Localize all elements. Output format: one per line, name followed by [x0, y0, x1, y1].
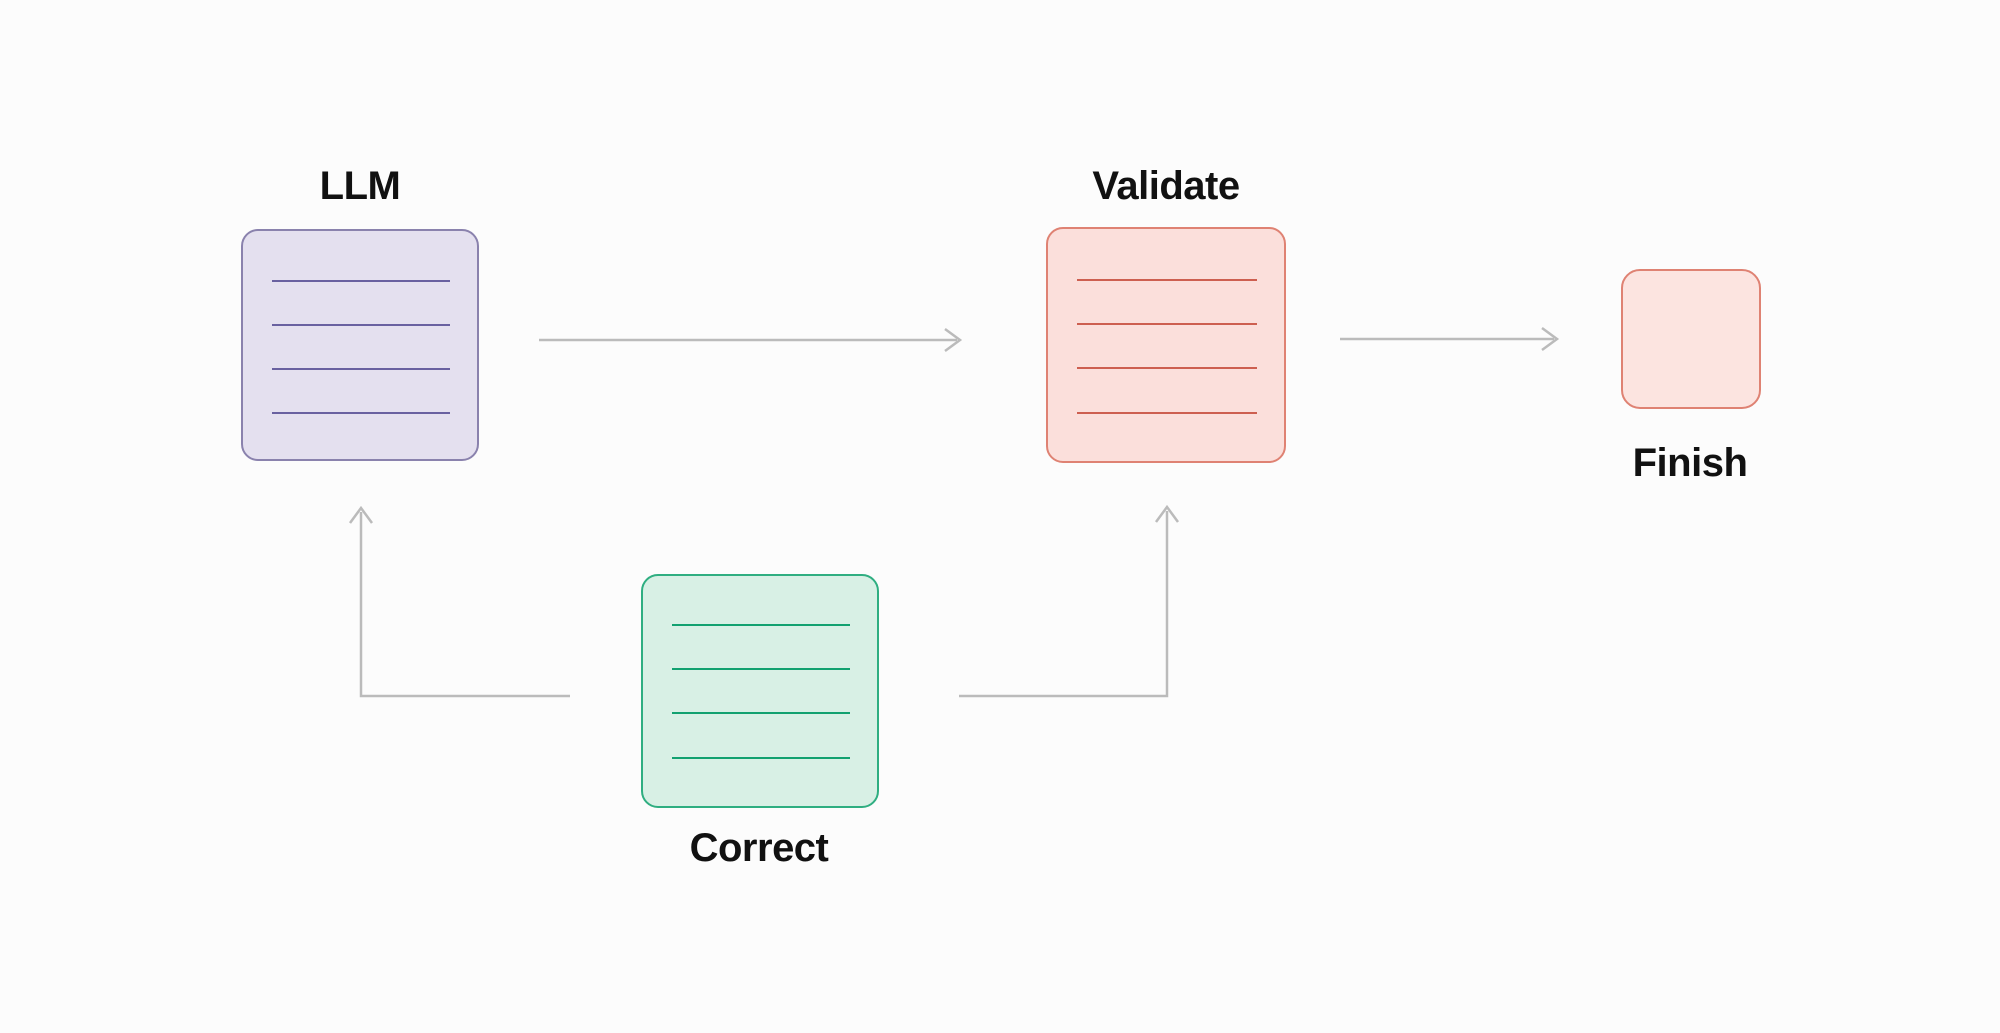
node-correct-box [641, 574, 879, 808]
node-correct: Correct [641, 574, 879, 870]
connector-correct-to-llm-line [359, 512, 570, 698]
node-correct-label: Correct [690, 826, 829, 870]
connector-llm-to-validate [539, 327, 963, 353]
connector-correct-to-validate-line [959, 511, 1169, 698]
node-validate-label: Validate [1092, 164, 1239, 208]
arrowhead-up-icon [348, 505, 374, 524]
node-finish: Finish [1621, 269, 1761, 485]
node-finish-label: Finish [1633, 441, 1748, 485]
node-llm: LLM [241, 164, 479, 461]
arrowhead-right-icon [944, 327, 963, 353]
arrowhead-up-icon [1154, 504, 1180, 523]
arrowhead-right-icon [1541, 326, 1560, 352]
node-llm-label: LLM [320, 164, 401, 208]
node-validate-box [1046, 227, 1286, 463]
node-llm-box [241, 229, 479, 461]
node-finish-box [1621, 269, 1761, 409]
connector-validate-to-finish [1340, 326, 1560, 352]
connector-correct-to-validate [959, 504, 1180, 698]
connector-correct-to-llm [348, 505, 570, 698]
node-validate: Validate [1046, 164, 1286, 463]
